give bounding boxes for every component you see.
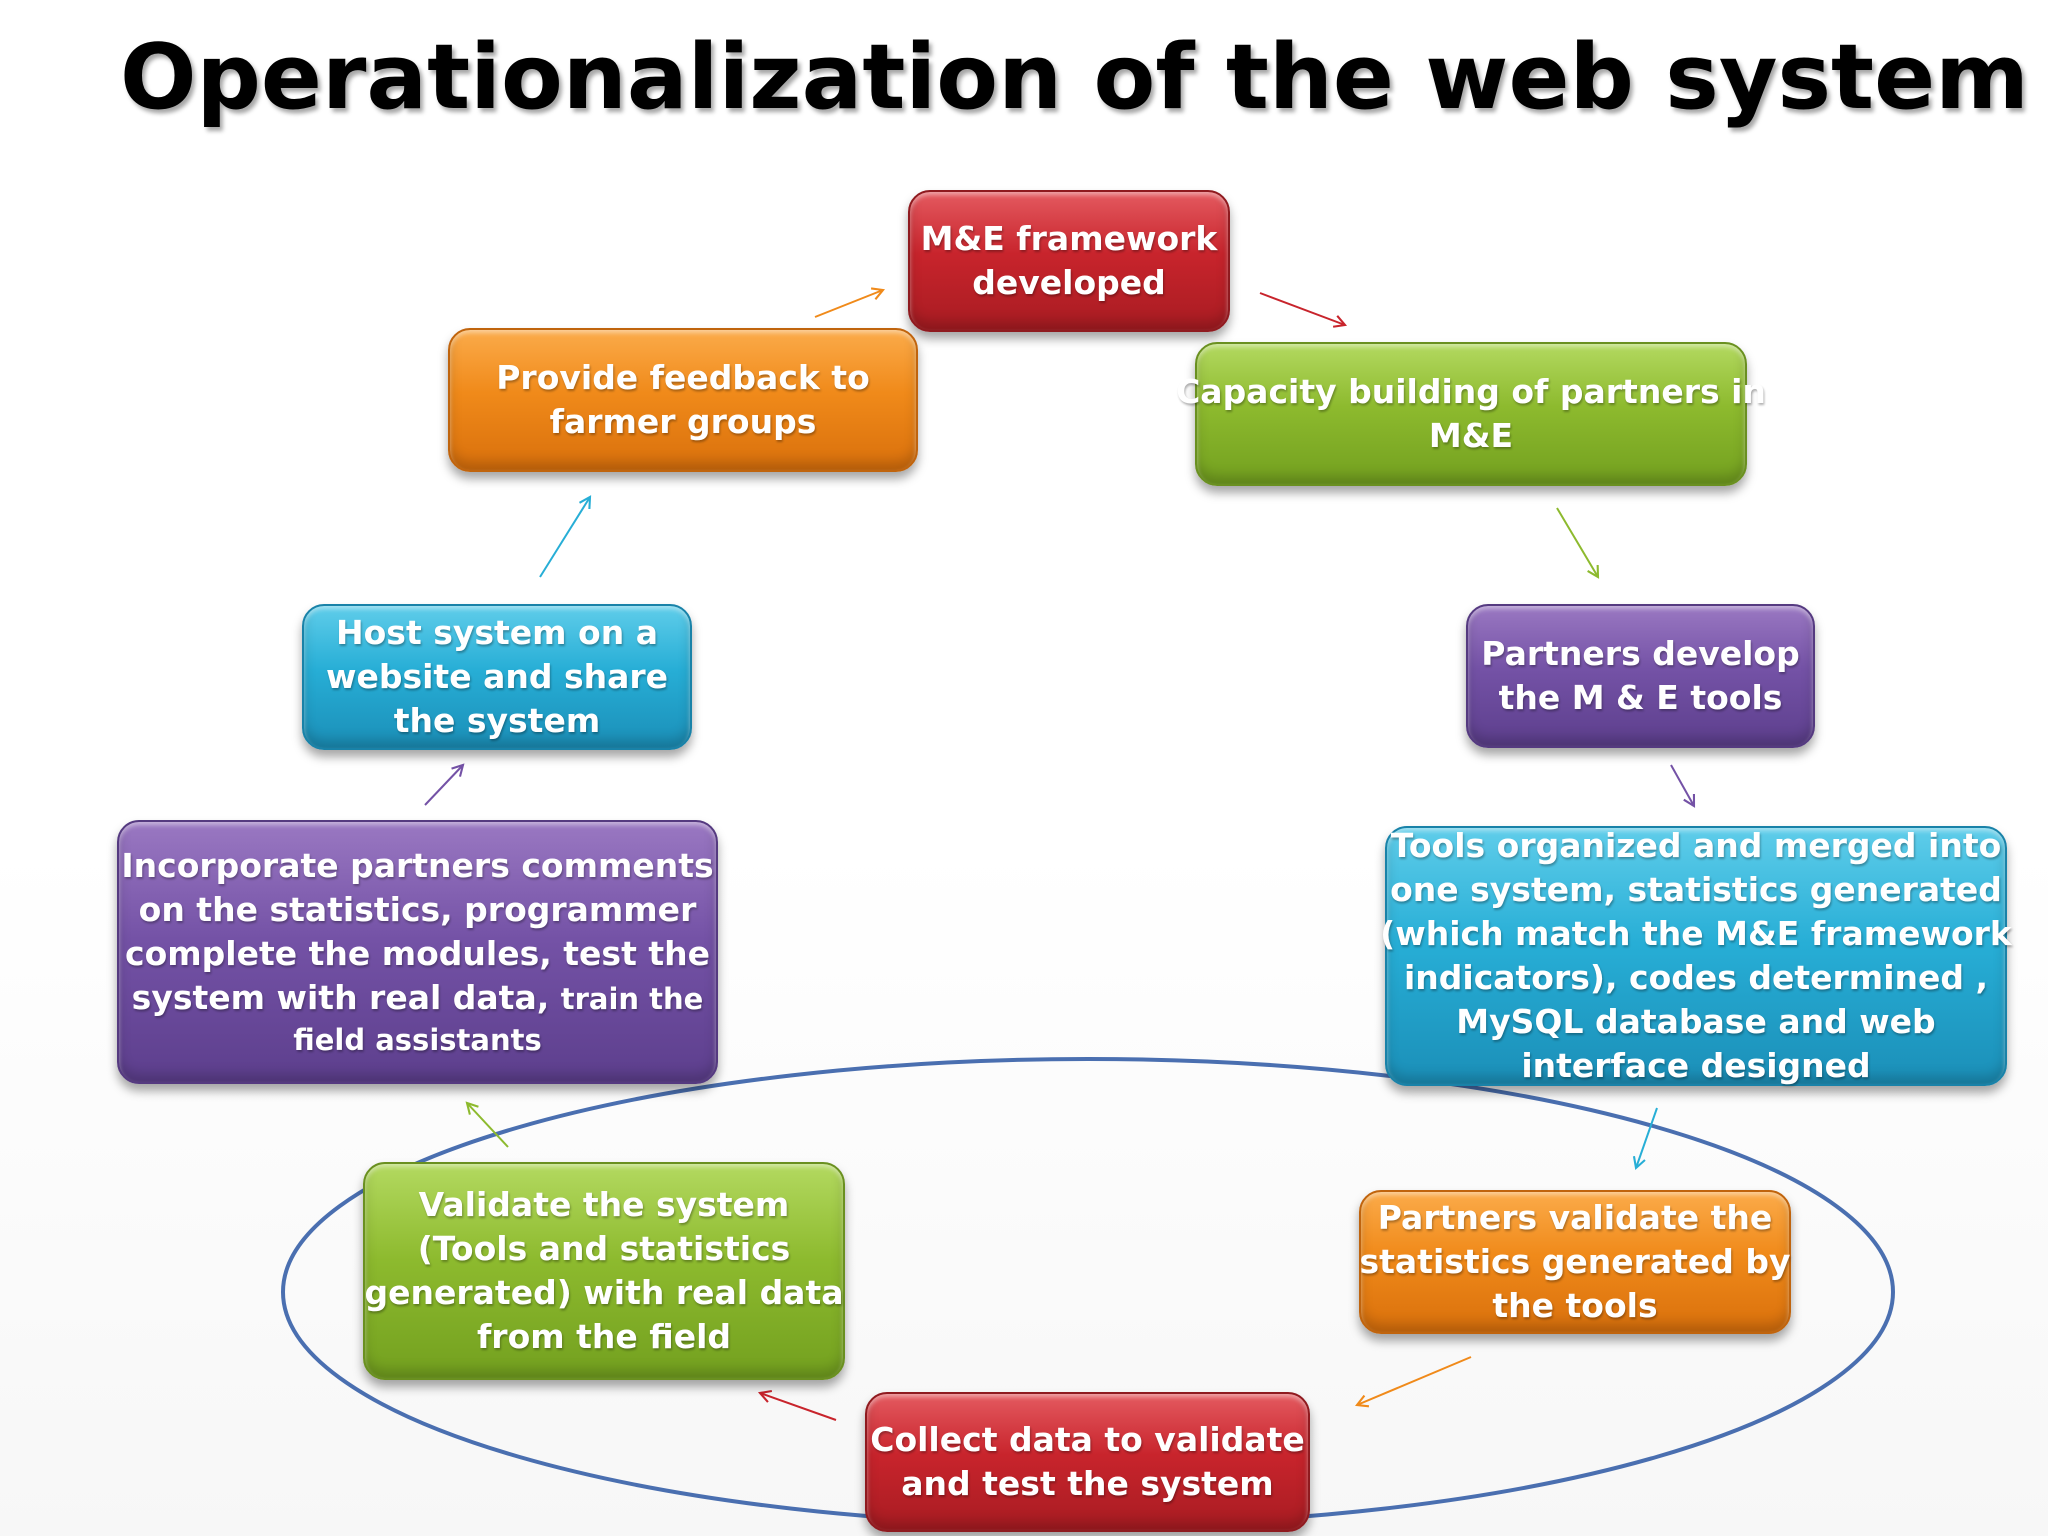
arrow-tools-to-merge — [1670, 764, 1696, 808]
arrow-capacity-to-tools — [1556, 507, 1600, 579]
step-incorporate-comments: Incorporate partners comments on the sta… — [117, 820, 718, 1084]
step-text-last-row: system with real data, train the — [132, 976, 704, 1020]
arrow-feedback-to-framework — [814, 287, 886, 318]
step-text: generated) with real data — [364, 1273, 844, 1312]
step-text: M&E framework — [920, 219, 1218, 258]
step-text: (which match the M&E framework — [1380, 914, 2012, 953]
step-collect-data: Collect data to validate and test the sy… — [865, 1392, 1310, 1532]
step-text: and test the system — [901, 1464, 1274, 1503]
step-text: one system, statistics generated — [1390, 870, 2002, 909]
step-provide-feedback: Provide feedback to farmer groups — [448, 328, 918, 472]
step-text: indicators), codes determined , — [1403, 958, 1989, 997]
step-framework-developed: M&E framework developed — [908, 190, 1230, 332]
step-capacity-building: Capacity building of partners in M&E — [1176, 342, 1766, 486]
step-text: the tools — [1492, 1286, 1658, 1325]
step-text: Capacity building of partners in — [1176, 372, 1766, 411]
step-text: complete the modules, test the — [125, 934, 710, 973]
step-text: developed — [972, 263, 1166, 302]
step-text: website and share — [325, 657, 669, 696]
step-text: Incorporate partners comments — [121, 846, 714, 885]
step-text: Tools organized and merged into — [1390, 826, 2002, 865]
step-text: from the field — [476, 1317, 732, 1356]
step-host-system: Host system on a website and share the s… — [302, 604, 692, 750]
step-partners-validate-statistics: Partners validate the statistics generat… — [1359, 1190, 1791, 1334]
step-validate-system: Validate the system (Tools and statistic… — [363, 1162, 845, 1380]
step-partners-develop-tools: Partners develop the M & E tools — [1466, 604, 1815, 748]
arrow-collect-to-validate-system — [757, 1389, 837, 1421]
step-tools-merged: Tools organized and merged into one syst… — [1380, 826, 2012, 1086]
arrow-merge-to-validate-stats — [1632, 1107, 1658, 1171]
step-text: statistics generated by — [1359, 1242, 1791, 1281]
step-text: Collect data to validate — [870, 1420, 1305, 1459]
step-text: Provide feedback to — [496, 358, 870, 397]
step-text: MySQL database and web — [1456, 1002, 1936, 1041]
step-text: Partners validate the — [1377, 1198, 1773, 1237]
slide-title: Operationalization of the web system — [120, 25, 2029, 130]
step-text: on the statistics, programmer — [138, 890, 697, 929]
arrow-framework-to-capacity — [1259, 292, 1348, 328]
step-text: the M & E tools — [1498, 678, 1783, 717]
step-text: system with real data, — [131, 978, 550, 1017]
step-text: the system — [393, 701, 601, 740]
step-text: Partners develop — [1481, 634, 1800, 673]
step-text: field assistants — [293, 1023, 542, 1057]
step-text: (Tools and statistics — [417, 1229, 791, 1268]
step-text: M&E — [1428, 416, 1514, 455]
arrow-validate-system-to-incorporate — [465, 1101, 509, 1148]
arrow-host-to-feedback — [539, 495, 592, 578]
step-text: interface designed — [1521, 1046, 1871, 1085]
arrow-incorporate-to-host — [424, 763, 465, 806]
step-text: train the — [560, 982, 704, 1016]
arrow-validate-stats-to-collect — [1355, 1356, 1472, 1408]
step-text: farmer groups — [549, 402, 817, 441]
step-text: Host system on a — [336, 613, 658, 652]
step-text: Validate the system — [418, 1185, 790, 1224]
